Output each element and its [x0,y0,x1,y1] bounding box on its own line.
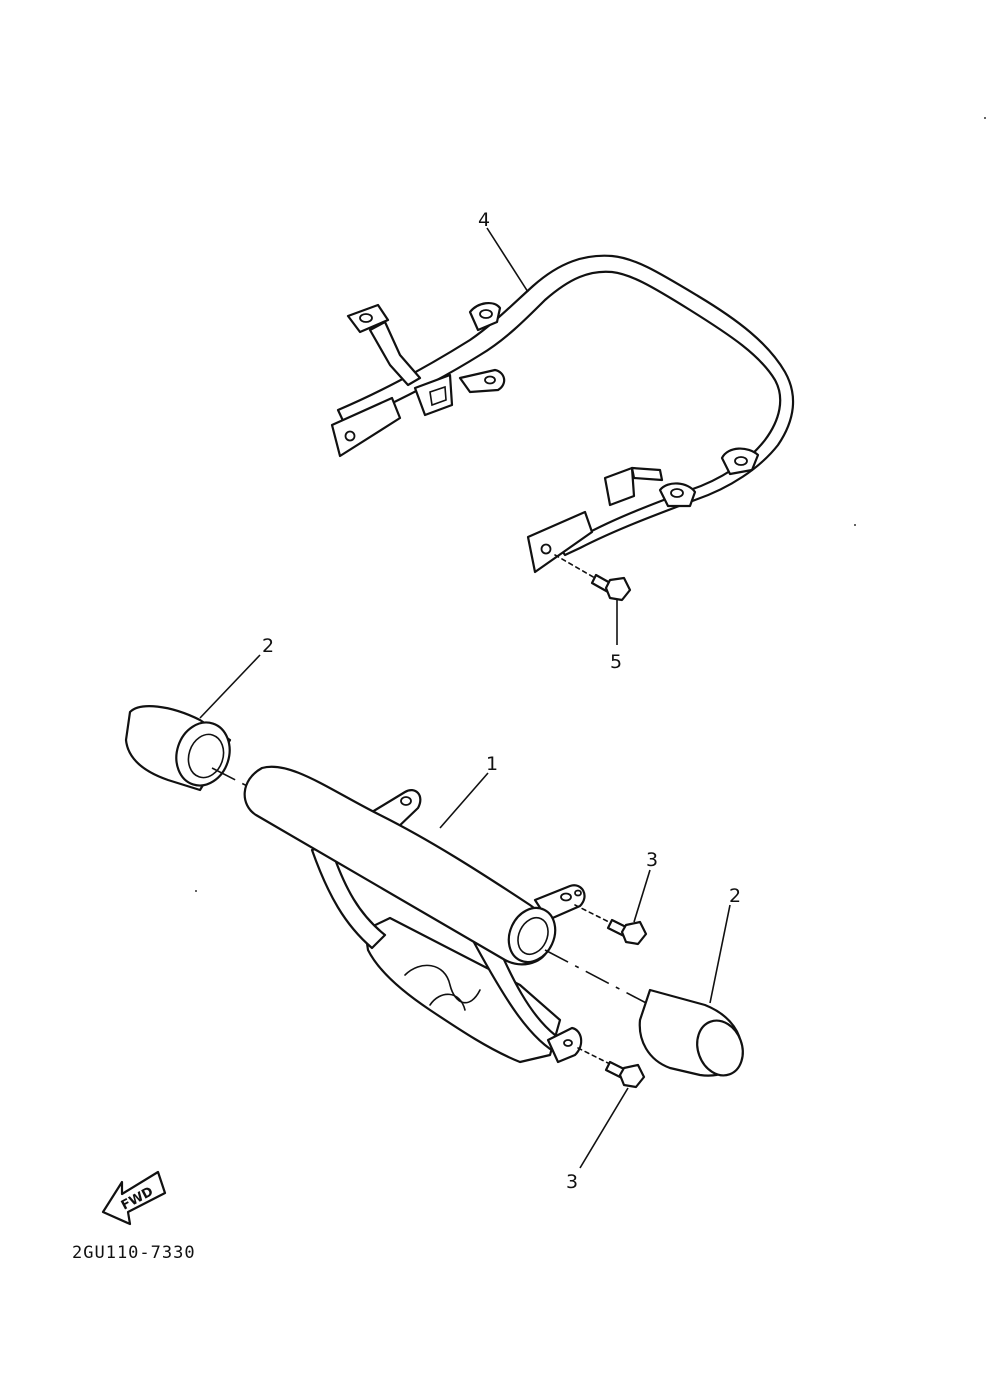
callout-5: 5 [610,651,622,673]
leader-1 [439,772,489,829]
leader-2-left [199,654,261,719]
callout-2-left: 2 [262,635,274,657]
callout-3-upper: 3 [646,849,658,871]
part-4-rear-bar [330,254,795,574]
leader-4 [486,227,529,293]
part-2-right-cap [638,904,744,1077]
callout-2-right: 2 [729,885,741,907]
scan-dot [854,524,856,526]
part-2-left-cap [124,705,256,792]
callout-3-lower: 3 [566,1171,578,1193]
part-1-front-guard [243,765,651,1064]
part-3-bolts [574,869,651,1169]
scan-dot [984,117,986,119]
diagram-code: 2GU110-7330 [72,1243,196,1263]
callout-4: 4 [478,209,490,231]
callout-1: 1 [486,753,498,775]
scan-dot [195,890,197,892]
fwd-arrow-icon: FWD [101,1170,167,1226]
part-5-bolt [554,554,632,645]
